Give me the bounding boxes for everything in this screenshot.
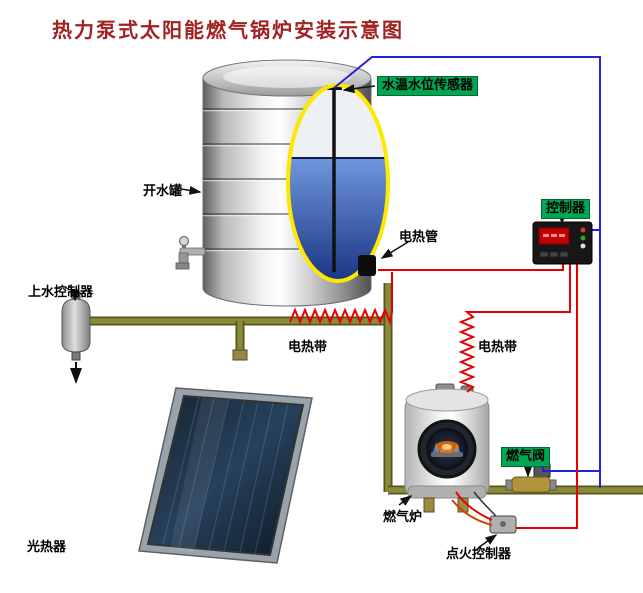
label-heating-tape-right: 电热带 [478, 340, 518, 355]
label-ignition-controller: 点火控制器 [446, 547, 512, 562]
label-gas-valve: 燃气阀 [501, 447, 551, 467]
sensor-signal-wires [333, 56, 601, 488]
heating-tape-coil-right [458, 263, 571, 393]
tank-cutaway [286, 83, 390, 283]
pipe-fitting [232, 349, 248, 361]
label-water-temp-level-sensor: 水温水位传感器 [377, 76, 479, 96]
label-heating-tube: 电热管 [399, 230, 439, 245]
heater-power-wires [289, 263, 578, 529]
solar-collector-panel [138, 387, 313, 564]
ignition-controller-device [489, 515, 517, 534]
collector-tubes [162, 396, 289, 555]
gas-valve-device [505, 463, 557, 493]
tank-faucet [175, 236, 206, 270]
label-solar-collector: 光热器 [27, 540, 67, 555]
label-boiling-water-tank: 开水罐 [143, 184, 183, 199]
heating-tape-coil-left [289, 272, 393, 326]
burner-window [417, 419, 477, 479]
label-water-supply-controller: 上水控制器 [28, 285, 94, 300]
label-controller: 控制器 [541, 199, 591, 219]
gas-furnace-unit [404, 383, 490, 513]
label-gas-furnace: 燃气炉 [383, 510, 423, 525]
controller-button [559, 251, 569, 258]
leader-arrows [70, 84, 567, 549]
controller-device [532, 221, 593, 265]
label-heating-tape-left: 电热带 [288, 340, 328, 355]
controller-button [539, 251, 549, 258]
heating-element [358, 255, 376, 276]
controller-button [549, 251, 559, 258]
diagram-title: 热力泵式太阳能燃气锅炉安装示意图 [52, 18, 404, 42]
water-supply-controller-device [61, 291, 91, 384]
